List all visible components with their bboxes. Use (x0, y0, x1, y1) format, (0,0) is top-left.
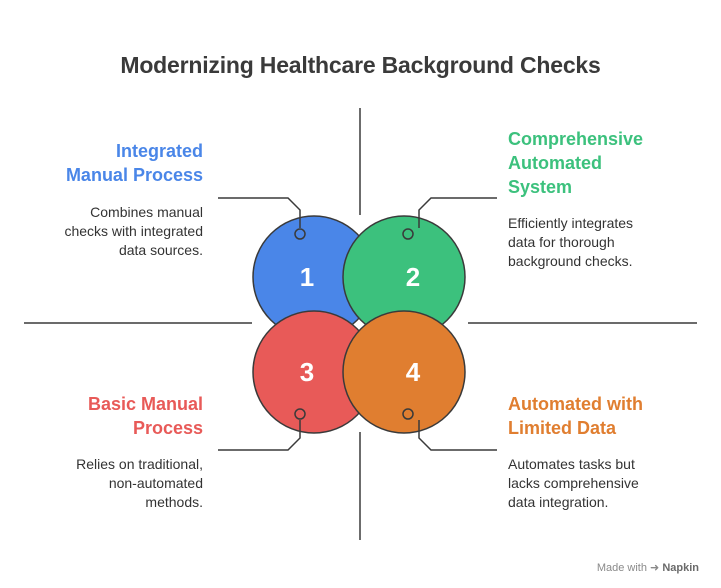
quadrant-3-heading-line: Process (132, 418, 203, 438)
quadrant-3-description-line: Relies on traditional, (76, 456, 203, 472)
quadrant-2-heading-line: Automated (508, 153, 602, 173)
quadrant-4-description-line: lacks comprehensive (508, 475, 639, 491)
quadrant-circle-4 (342, 310, 466, 434)
connector-1 (218, 197, 301, 228)
connector-dot-2 (402, 228, 414, 240)
connector-4 (418, 420, 497, 451)
quadrant-2-description-line: data for thorough (508, 234, 615, 250)
quadrant-3-heading: Basic Manual Process (88, 392, 203, 440)
quadrant-4-description: Automates tasks but lacks comprehensive … (508, 455, 639, 512)
connector-2 (418, 197, 497, 228)
circle-number-3: 3 (300, 357, 314, 387)
quadrant-3-description-line: non-automated (108, 475, 203, 491)
quadrant-2-description-line: Efficiently integrates (508, 215, 634, 231)
footer-made-with: Made with (596, 562, 647, 574)
connector-dot-3 (294, 408, 306, 420)
quadrant-3-description: Relies on traditional, non-automated met… (76, 455, 203, 512)
connector-3 (218, 420, 301, 451)
circle-number-4: 4 (406, 357, 421, 387)
footer-brand: Napkin (662, 562, 699, 574)
quadrant-3-heading-line: Basic Manual (87, 394, 203, 414)
quadrant-1-heading-line: Integrated (115, 141, 203, 161)
quadrant-2-heading-line: Comprehensive (508, 129, 644, 149)
circle-number-2: 2 (406, 262, 420, 292)
quadrant-4-description-line: data integration. (508, 494, 609, 510)
quadrant-1-description-line: data sources. (118, 242, 203, 258)
quadrant-2-description: Efficiently integrates data for thorough… (508, 214, 633, 271)
quadrant-2-heading: Comprehensive Automated System (508, 127, 643, 199)
circle-number-1: 1 (300, 262, 314, 292)
quadrant-1-description: Combines manual checks with integrated d… (64, 203, 203, 260)
connector-dot-1 (294, 228, 306, 240)
quadrant-1-description-line: Combines manual (90, 204, 203, 220)
napkin-logo-icon: ➜ (650, 562, 660, 574)
quadrant-2-description-line: background checks. (508, 253, 633, 269)
quadrant-4-description-line: Automates tasks but (508, 456, 635, 472)
quadrant-4-heading: Automated with Limited Data (508, 392, 643, 440)
page-title: Modernizing Healthcare Background Checks (120, 52, 601, 78)
quadrant-4-heading-line: Limited Data (508, 418, 617, 438)
connector-dot-4 (402, 408, 414, 420)
footer-watermark: Made with ➜ Napkin (597, 561, 699, 574)
quadrant-1-description-line: checks with integrated (64, 223, 203, 239)
quadrant-1-heading: Integrated Manual Process (66, 139, 203, 187)
quadrant-4-heading-line: Automated with (508, 394, 643, 414)
quadrant-3-description-line: methods. (145, 494, 203, 510)
quadrant-1-heading-line: Manual Process (65, 165, 203, 185)
quadrant-2-heading-line: System (508, 177, 573, 197)
